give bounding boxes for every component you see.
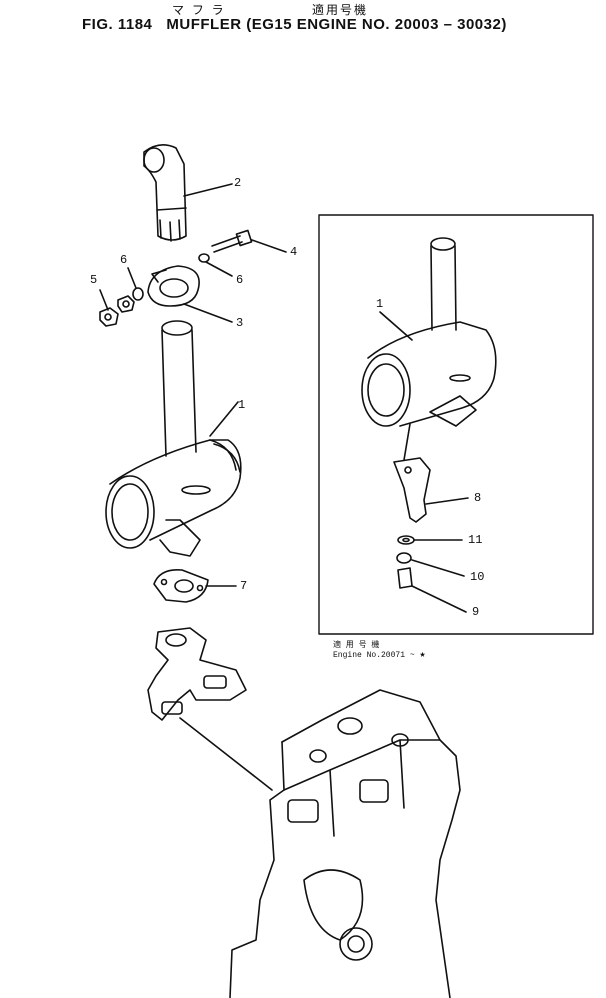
exhaust-manifold xyxy=(147,627,247,721)
callout-bracket: 8 xyxy=(474,491,482,505)
clamp xyxy=(147,265,233,323)
callout-inset-lockwasher: 10 xyxy=(470,570,485,584)
tail-pipe xyxy=(143,144,233,242)
japanese-applicable-label: 適用号機 xyxy=(312,3,369,17)
engine-block xyxy=(179,689,461,998)
japanese-header: マ フ ラ 適用号機 xyxy=(0,1,606,19)
nuts-and-washers xyxy=(99,267,144,327)
fig-number: FIG. 1184 xyxy=(82,16,153,33)
part-title: MUFFLER (EG15 ENGINE NO. 20003 – 30032) xyxy=(166,16,507,33)
callout-bolt: 4 xyxy=(290,245,298,259)
inset-muffler xyxy=(361,237,497,427)
callout-muffler: 1 xyxy=(238,398,246,412)
note-japanese: 適 用 号 機 xyxy=(333,641,380,650)
inset-bracket xyxy=(393,423,469,523)
callout-washer-left: 6 xyxy=(120,253,128,267)
figure-title: FIG. 1184 MUFFLER (EG15 ENGINE NO. 20003 … xyxy=(82,16,521,33)
muffler-main xyxy=(105,320,242,557)
callout-nut: 5 xyxy=(90,273,98,287)
callout-tail-pipe: 2 xyxy=(234,176,242,190)
callout-inset-washer: 11 xyxy=(468,533,483,547)
inset-frame xyxy=(318,214,594,635)
note-star: ★ xyxy=(419,650,426,661)
callout-inset-muffler: 1 xyxy=(376,297,384,311)
callout-washer-right: 6 xyxy=(236,273,244,287)
note-engine-no: Engine No.20071 ~ xyxy=(333,651,415,660)
gasket xyxy=(153,568,237,603)
inset-applicability-note: 適 用 号 機 Engine No.20071 ~ ★ xyxy=(333,641,425,661)
callout-clamp: 3 xyxy=(236,316,244,330)
callout-inset-bolt: 9 xyxy=(472,605,480,619)
inset-fasteners xyxy=(396,535,467,613)
japanese-part-name: マ フ ラ xyxy=(172,3,226,17)
callout-gasket: 7 xyxy=(240,579,248,593)
bolt xyxy=(198,229,287,277)
